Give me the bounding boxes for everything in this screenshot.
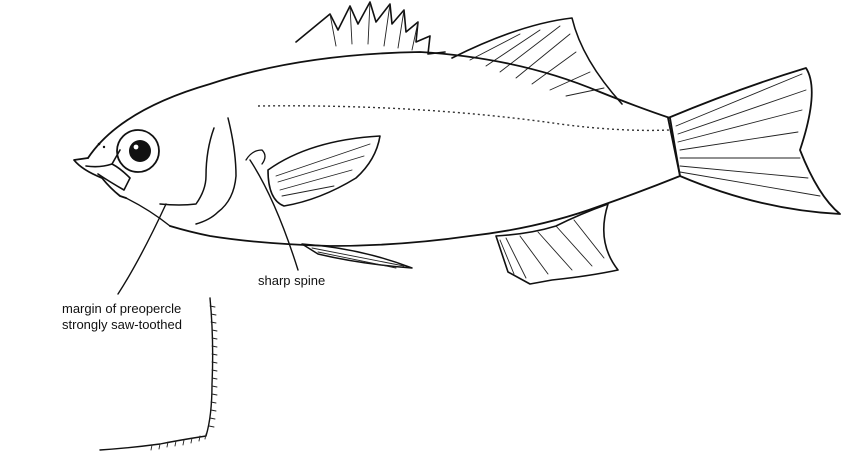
caudal-fin — [668, 68, 840, 214]
eye — [117, 130, 159, 172]
lateral-line — [258, 106, 670, 131]
spiny-dorsal-fin — [296, 2, 445, 54]
pectoral-fin — [268, 136, 380, 206]
pelvic-fin — [302, 244, 412, 268]
fish-body-outline — [88, 52, 680, 246]
leader-line-sharp-spine — [250, 160, 298, 270]
label-preopercle-line1: margin of preopercle — [62, 300, 181, 317]
label-preopercle-line2: strongly saw-toothed — [62, 316, 182, 333]
head-mouth — [74, 143, 170, 226]
label-sharp-spine: sharp spine — [258, 272, 325, 289]
anal-fin — [496, 204, 618, 284]
gill-cover-lines — [160, 118, 265, 224]
